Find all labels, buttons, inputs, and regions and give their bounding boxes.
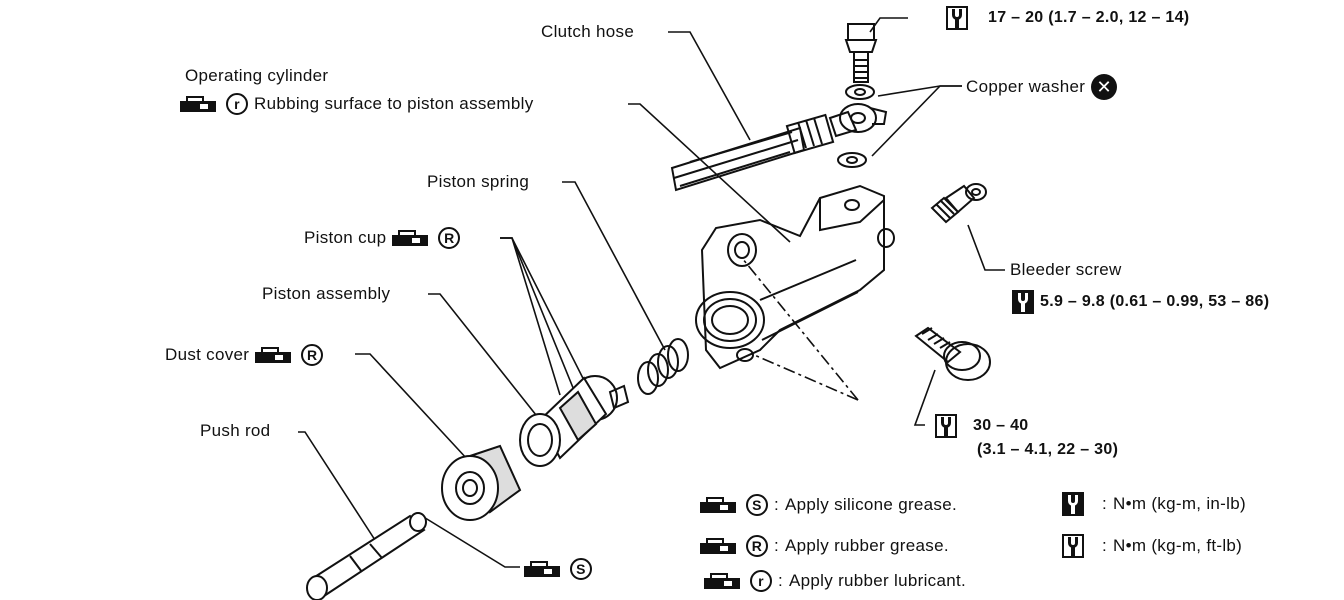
legend-silicone-text: Apply silicone grease. (785, 495, 957, 514)
grease-gun-icon (255, 347, 295, 363)
grease-gun-icon (180, 96, 220, 112)
torque-wrench-icon (1062, 492, 1084, 516)
label-bleeder-screw: Bleeder screw (1010, 260, 1122, 279)
leader-lines (298, 17, 1005, 568)
torque-wrench-icon (935, 414, 957, 438)
label-push-rod-grease: S (524, 558, 592, 580)
label-operating-cylinder: Operating cylinder (185, 66, 329, 85)
label-rubbing-surface: r Rubbing surface to piston assembly (180, 93, 534, 115)
silicone-grease-icon: S (570, 558, 592, 580)
label-dust-cover: Dust cover R (165, 344, 324, 366)
torque-mount-bolt: 30 – 40 (935, 414, 1028, 438)
union-bolt-torque-value: 17 – 20 (1.7 – 2.0, 12 – 14) (988, 9, 1190, 26)
mount-bolt-torque-secondary: (3.1 – 4.1, 22 – 30) (977, 441, 1119, 458)
legend-rubber-grease: R : Apply rubber grease. (700, 535, 949, 557)
replace-part-icon: ✕ (1091, 74, 1118, 100)
torque-union-bolt: 17 – 20 (1.7 – 2.0, 12 – 14) (946, 6, 1189, 30)
mounting-bolt (914, 326, 991, 381)
label-push-rod: Push rod (200, 421, 271, 440)
legend-unit-ft-lb: : N•m (kg-m, ft-lb) (1062, 534, 1242, 558)
bleeder-screw (930, 183, 987, 224)
rubber-grease-icon: R (301, 344, 324, 366)
grease-gun-icon (704, 573, 744, 589)
label-copper-washer: Copper washer ✕ (966, 74, 1118, 100)
legend-colon: : (778, 571, 784, 590)
label-clutch-hose: Clutch hose (541, 22, 635, 41)
grease-gun-icon (524, 561, 564, 577)
legend-silicone: S : Apply silicone grease. (700, 494, 957, 516)
dust-cover (441, 444, 522, 521)
legend-unit-in-lb: : N•m (kg-m, in-lb) (1062, 492, 1246, 516)
piston-cup-text: Piston cup (304, 228, 387, 247)
piston-spring (637, 338, 689, 395)
copper-washer-top (845, 84, 875, 100)
legend-colon: : (774, 536, 780, 555)
piston-assembly (519, 375, 630, 467)
torque-bleeder-screw: 5.9 – 9.8 (0.61 – 0.99, 53 – 86) (1012, 290, 1269, 314)
copper-washer-bottom (837, 152, 867, 168)
bleeder-screw-torque-value: 5.9 – 9.8 (0.61 – 0.99, 53 – 86) (1040, 293, 1270, 310)
rubber-grease-icon: R (438, 227, 461, 249)
grease-gun-icon (700, 497, 740, 513)
torque-wrench-icon (946, 6, 968, 30)
rubber-grease-icon: R (746, 535, 768, 557)
silicone-grease-icon: S (746, 494, 768, 516)
push-rod (306, 512, 427, 600)
clutch-hose (670, 103, 888, 192)
grease-gun-icon (700, 538, 740, 554)
mount-bolt-torque-value: 30 – 40 (973, 417, 1029, 434)
legend-rubber-lubricant: r : Apply rubber lubricant. (704, 570, 966, 592)
legend-colon: : (774, 495, 780, 514)
rubbing-surface-text: Rubbing surface to piston assembly (254, 94, 534, 113)
cylinder-body (695, 184, 895, 370)
torque-wrench-icon (1062, 534, 1084, 558)
legend-colon: : (1102, 536, 1108, 555)
legend-rubber-grease-text: Apply rubber grease. (785, 536, 949, 555)
rubber-lubricant-icon: r (750, 570, 772, 592)
label-piston-assembly: Piston assembly (262, 284, 391, 303)
grease-gun-icon (392, 230, 432, 246)
rubber-lubricant-icon: r (226, 93, 248, 115)
copper-washer-text: Copper washer (966, 77, 1086, 96)
dust-cover-text: Dust cover (165, 345, 250, 364)
torque-wrench-icon (1012, 290, 1034, 314)
legend-colon: : (1102, 494, 1108, 513)
label-piston-spring: Piston spring (427, 172, 530, 191)
legend-rubber-lubricant-text: Apply rubber lubricant. (789, 571, 967, 590)
label-piston-cup: Piston cup R (304, 227, 461, 249)
legend-unit-ft-lb-text: N•m (kg-m, ft-lb) (1113, 536, 1243, 555)
union-bolt (844, 23, 878, 83)
legend-unit-in-lb-text: N•m (kg-m, in-lb) (1113, 494, 1246, 513)
